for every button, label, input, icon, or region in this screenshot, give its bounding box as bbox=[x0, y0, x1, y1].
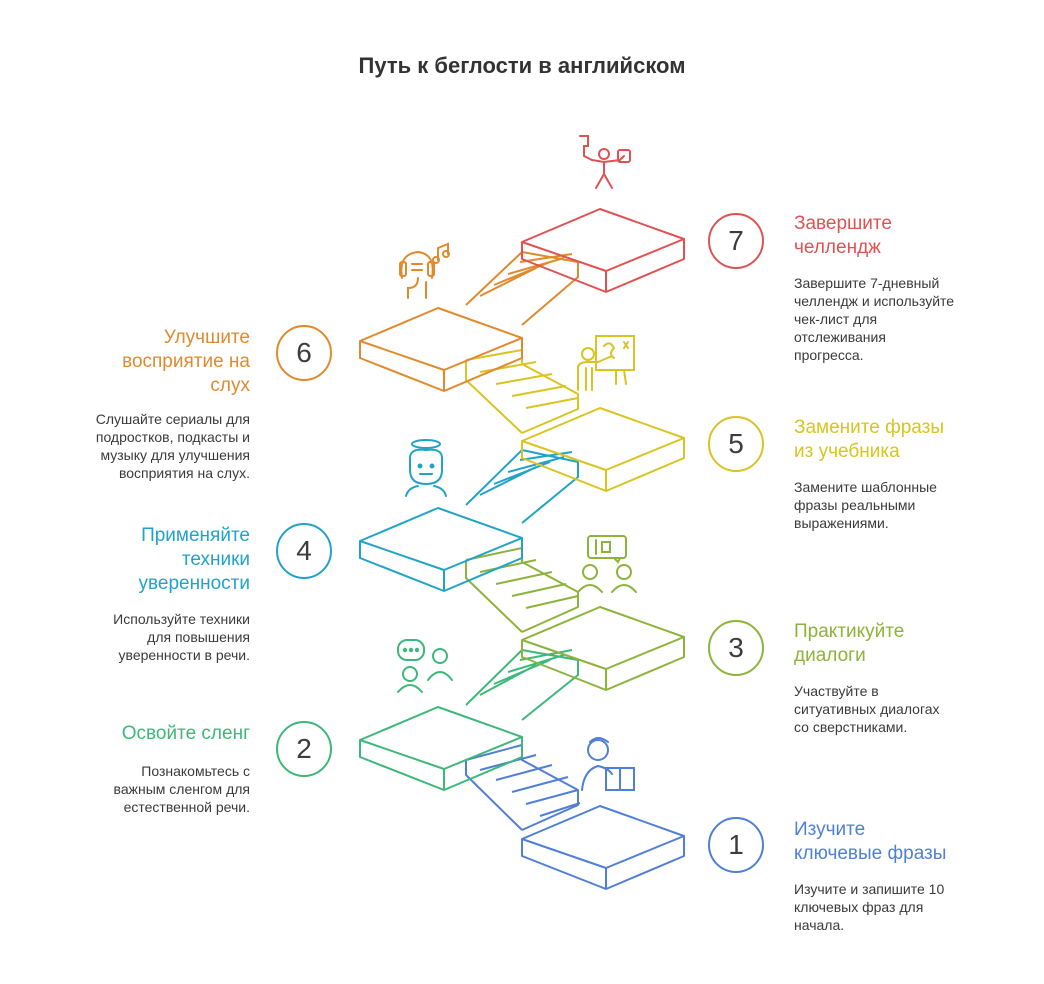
step-6-title-line-1: Улучшите bbox=[163, 327, 250, 348]
platform-4 bbox=[359, 449, 579, 592]
step-6-title-line-2: восприятие на bbox=[122, 351, 250, 372]
step-7-title-line-2: челлендж bbox=[794, 237, 881, 258]
step-7-title-line-1: Завершите bbox=[794, 213, 892, 234]
step-5-description: Замените шаблонные фразы реальными выраж… bbox=[794, 478, 984, 532]
step-5-number-circle: 5 bbox=[708, 416, 764, 472]
step-6-title: Улучшите восприятие на слух bbox=[50, 326, 250, 398]
step-7-desc-line: чек-лист для bbox=[794, 311, 878, 327]
step-1-title-line-1: Изучите bbox=[794, 819, 866, 840]
step-5-desc-line: выражениями. bbox=[794, 515, 889, 531]
step-1-description: Изучите и запишите 10 ключевых фраз для … bbox=[794, 880, 984, 934]
platform-5 bbox=[465, 349, 685, 492]
step-5-desc-line: Замените шаблонные bbox=[794, 479, 937, 495]
step-4-desc-line: Используйте техники bbox=[113, 611, 250, 627]
step-3-number-circle: 3 bbox=[708, 620, 764, 676]
step-4-description: Используйте техники для повышения уверен… bbox=[60, 610, 250, 664]
step-4-desc-line: уверенности в речи. bbox=[118, 647, 250, 663]
headphones-music-icon bbox=[399, 242, 450, 299]
step-6-desc-line: Слушайте сериалы для bbox=[95, 411, 250, 427]
step-2-number-circle: 2 bbox=[276, 721, 332, 777]
step-7-desc-line: отслеживания bbox=[794, 329, 886, 345]
step-7-description: Завершите 7-дневный челлендж и используй… bbox=[794, 274, 984, 364]
step-6-title-line-3: слух bbox=[210, 375, 250, 396]
platform-1 bbox=[465, 744, 685, 890]
step-4-desc-line: для повышения bbox=[147, 629, 250, 645]
step-1-title: Изучите ключевые фразы bbox=[794, 818, 994, 866]
step-5-title-line-2: из учебника bbox=[794, 441, 900, 462]
page-title: Путь к беглости в английском bbox=[358, 53, 686, 78]
step-6-desc-line: подростков, подкасты и bbox=[95, 429, 250, 445]
step-1-number-circle: 1 bbox=[708, 817, 764, 873]
step-4-number-circle: 4 bbox=[276, 523, 332, 579]
reading-person-icon bbox=[581, 737, 635, 791]
step-7-desc-line: челлендж и используйте bbox=[794, 293, 955, 309]
platform-2 bbox=[359, 649, 579, 791]
step-5-desc-line: фразы реальными bbox=[794, 497, 916, 513]
chatting-people-icon bbox=[397, 639, 453, 693]
step-6-number-circle: 6 bbox=[276, 325, 332, 381]
step-5-title-line-1: Замените фразы bbox=[794, 417, 945, 438]
step-2-desc-line: важным сленгом для bbox=[113, 781, 250, 797]
step-6-desc-line: музыку для улучшения bbox=[100, 447, 250, 463]
step-6-desc-line: восприятия на слух. bbox=[118, 465, 250, 481]
step-1-desc-line: начала. bbox=[794, 917, 845, 933]
step-7-desc-line: Завершите 7-дневный bbox=[794, 275, 940, 291]
step-7-title: Завершите челлендж bbox=[794, 212, 994, 260]
celebrating-person-icon bbox=[579, 135, 631, 189]
step-6-description: Слушайте сериалы для подростков, подкаст… bbox=[60, 410, 250, 482]
step-4-title-line-2: техники bbox=[181, 549, 250, 570]
step-1-desc-line: ключевых фраз для bbox=[794, 899, 924, 915]
step-7-desc-line: прогресса. bbox=[794, 347, 864, 363]
step-7-number-circle: 7 bbox=[708, 213, 764, 269]
step-3-description: Участвуйте в ситуативных диалогах со све… bbox=[794, 682, 984, 736]
step-2-title: Освойте сленг bbox=[50, 722, 250, 746]
platform-7 bbox=[521, 208, 685, 293]
step-3-desc-line: со сверстниками. bbox=[794, 719, 908, 735]
step-3-desc-line: Участвуйте в bbox=[794, 683, 879, 699]
confident-person-icon bbox=[405, 439, 447, 497]
teacher-board-icon bbox=[577, 335, 635, 391]
step-1-desc-line: Изучите и запишите 10 bbox=[794, 881, 945, 897]
step-2-title-line-1: Освойте сленг bbox=[121, 723, 250, 744]
step-1-title-line-2: ключевые фразы bbox=[794, 843, 947, 864]
step-3-title: Практикуйте диалоги bbox=[794, 620, 994, 668]
step-2-desc-line: Познакомьтесь с bbox=[141, 763, 250, 779]
step-3-desc-line: ситуативных диалогах bbox=[794, 701, 940, 717]
platform-3 bbox=[465, 547, 685, 691]
step-4-title-line-3: уверенности bbox=[138, 573, 250, 594]
step-2-description: Познакомьтесь с важным сленгом для естес… bbox=[60, 762, 250, 816]
dialogue-people-icon bbox=[577, 535, 637, 593]
step-4-title-line-1: Применяйте bbox=[141, 525, 250, 546]
step-3-title-line-1: Практикуйте bbox=[794, 621, 905, 642]
platform-6 bbox=[359, 251, 579, 392]
step-5-title: Замените фразы из учебника bbox=[794, 416, 994, 464]
step-4-title: Применяйте техники уверенности bbox=[50, 524, 250, 596]
step-2-desc-line: естественной речи. bbox=[123, 799, 250, 815]
step-3-title-line-2: диалоги bbox=[794, 645, 866, 666]
